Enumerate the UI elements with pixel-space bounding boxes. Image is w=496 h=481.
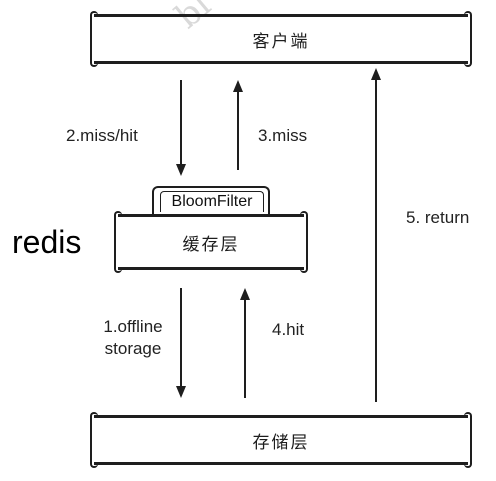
bloom-filter-node: BloomFilter xyxy=(152,186,270,214)
arrow-hit xyxy=(240,288,250,398)
miss-hit-label: 2.miss/hit xyxy=(66,126,138,145)
offline-storage-label: 1.offline storage xyxy=(103,317,163,358)
arrow-miss-hit xyxy=(176,80,186,176)
arrow-offline-storage xyxy=(176,288,186,398)
client-label: 客户端 xyxy=(252,31,310,52)
redis-label: redis xyxy=(12,224,82,260)
cache-node: 缓存层 xyxy=(114,211,308,273)
storage-node: 存储层 xyxy=(90,412,472,468)
cache-label: 缓存层 xyxy=(182,234,240,255)
client-node: 客户端 xyxy=(90,11,472,67)
arrow-return xyxy=(371,68,381,402)
arrow-miss xyxy=(233,80,243,170)
miss-label: 3.miss xyxy=(258,126,308,145)
hit-label: 4.hit xyxy=(272,320,305,339)
bloom-filter-label: BloomFilter xyxy=(160,191,264,212)
return-label: 5. return xyxy=(406,208,470,227)
storage-label: 存储层 xyxy=(252,432,310,453)
